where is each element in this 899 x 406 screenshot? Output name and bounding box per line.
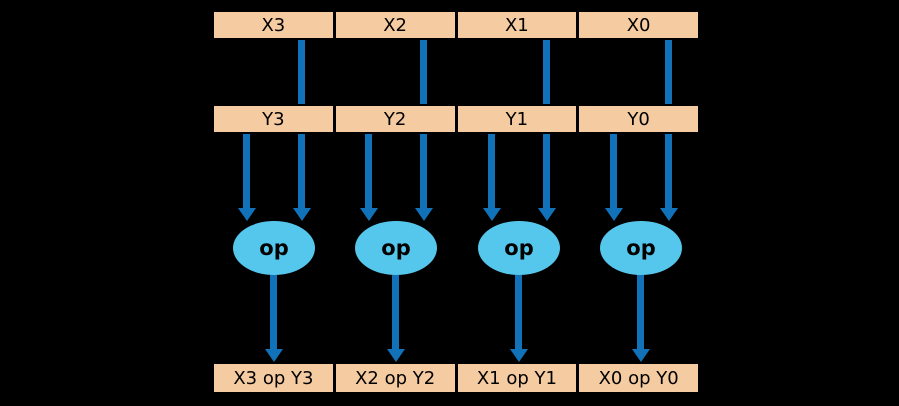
y-register-cell-y0: Y0 bbox=[577, 104, 700, 134]
y-register-cell-y1: Y1 bbox=[455, 104, 579, 134]
x2-down-arrow bbox=[420, 40, 427, 104]
op-node-3: op bbox=[233, 221, 315, 275]
x-register-cell-x3: X3 bbox=[212, 10, 335, 40]
y0-to-op-arrow bbox=[610, 134, 617, 208]
x3-down-arrow bbox=[298, 40, 305, 104]
x-register-cell-x0: X0 bbox=[577, 10, 700, 40]
y-register-cell-y2: Y2 bbox=[333, 104, 457, 134]
result-register-cell-1: X1 op Y1 bbox=[455, 362, 579, 394]
op-node-0: op bbox=[600, 221, 682, 275]
result-register: X3 op Y3 X2 op Y2 X1 op Y1 X0 op Y0 bbox=[212, 362, 700, 394]
result-register-cell-3: X3 op Y3 bbox=[212, 362, 335, 394]
x-register-cell-x2: X2 bbox=[333, 10, 457, 40]
x1-to-op-arrow bbox=[543, 134, 550, 208]
op-label: op bbox=[504, 236, 534, 260]
result-register-cell-2: X2 op Y2 bbox=[333, 362, 457, 394]
x0-down-arrow bbox=[665, 40, 672, 104]
x-register-cell-x1: X1 bbox=[455, 10, 579, 40]
result-register-cell-0: X0 op Y0 bbox=[577, 362, 700, 394]
op0-to-result-arrow bbox=[637, 275, 644, 349]
y-register-cell-y3: Y3 bbox=[212, 104, 335, 134]
op1-to-result-arrow bbox=[515, 275, 522, 349]
y3-to-op-arrow bbox=[243, 134, 250, 208]
x2-to-op-arrow bbox=[420, 134, 427, 208]
op3-to-result-arrow bbox=[270, 275, 277, 349]
x0-to-op-arrow bbox=[665, 134, 672, 208]
op2-to-result-arrow bbox=[392, 275, 399, 349]
x3-to-op-arrow bbox=[298, 134, 305, 208]
op-node-1: op bbox=[478, 221, 560, 275]
op-node-2: op bbox=[355, 221, 437, 275]
y1-to-op-arrow bbox=[488, 134, 495, 208]
y-register: Y3 Y2 Y1 Y0 bbox=[212, 104, 700, 134]
x1-down-arrow bbox=[543, 40, 550, 104]
y2-to-op-arrow bbox=[365, 134, 372, 208]
op-label: op bbox=[626, 236, 656, 260]
op-label: op bbox=[381, 236, 411, 260]
op-label: op bbox=[259, 236, 289, 260]
x-register: X3 X2 X1 X0 bbox=[212, 10, 700, 40]
